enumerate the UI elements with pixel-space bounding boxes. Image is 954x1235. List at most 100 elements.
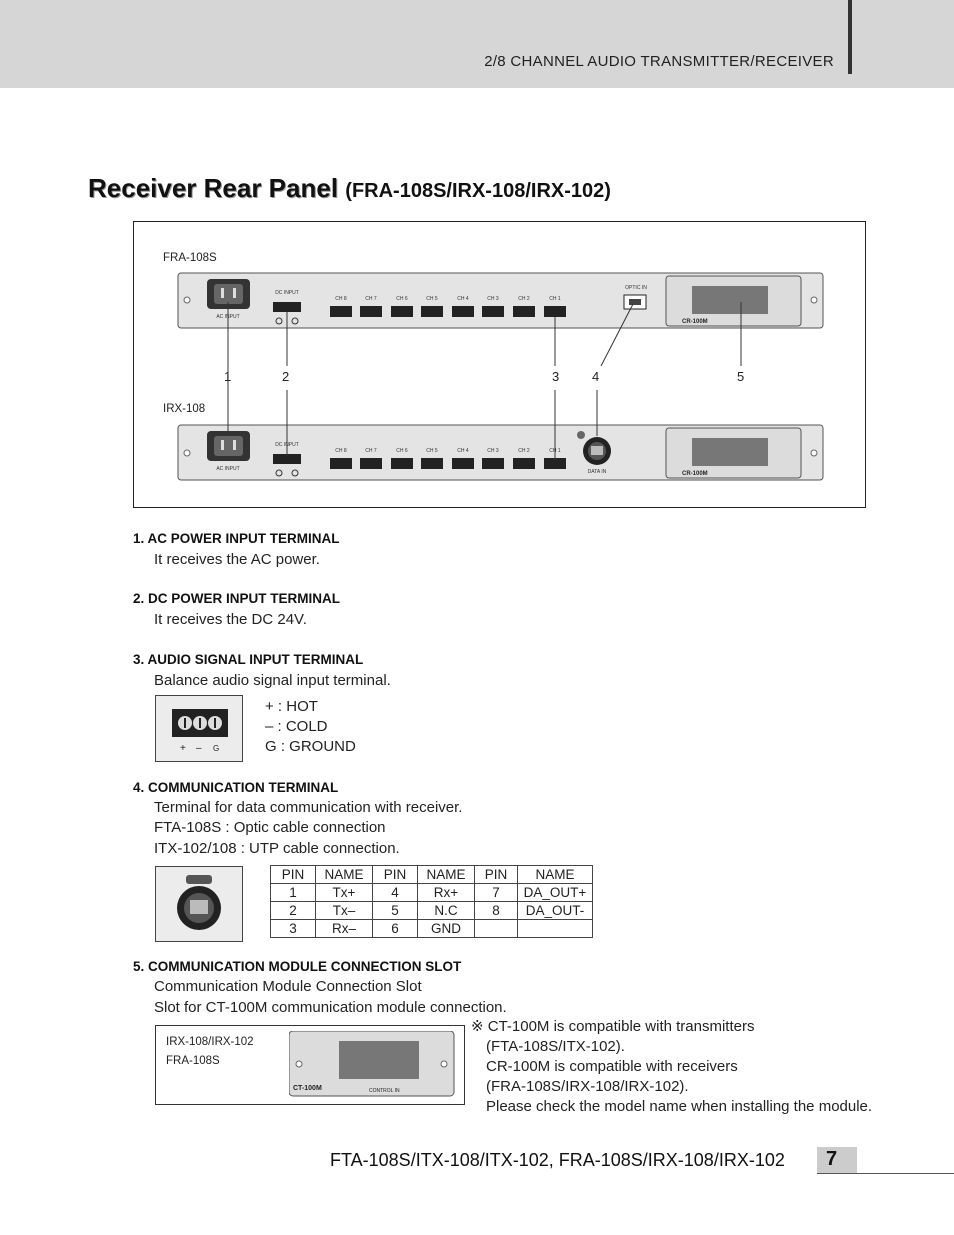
item-3-heading: 3. AUDIO SIGNAL INPUT TERMINAL [133,652,364,667]
table-cell: 5 [372,901,418,920]
svg-text:CH 5: CH 5 [426,296,438,302]
audio-terminal-image: + – G [155,695,243,762]
pin-header: PIN [270,865,316,884]
item-2-text: It receives the DC 24V. [154,611,307,628]
page-number-box [817,1147,857,1173]
note-line-5: Please check the model name when install… [486,1098,873,1115]
rear-panel-drawing: AC INPUT DC INPUT CH 8 CH 7 CH 6 CH 5 CH 4… [177,272,824,481]
pin-header: PIN [372,865,418,884]
svg-text:AC INPUT: AC INPUT [216,466,239,472]
table-cell: 2 [270,901,316,920]
svg-text:CH 8: CH 8 [335,448,347,454]
module-label-irx: IRX-108/IRX-102 [166,1036,254,1048]
svg-text:CH 4: CH 4 [457,296,469,302]
table-cell: 8 [474,901,518,920]
note-line-1: ※ CT-100M is compatible with transmitter… [471,1018,755,1035]
svg-text:CR-100M: CR-100M [682,471,708,477]
item-4-text-2: FTA-108S : Optic cable connection [154,819,386,836]
callout-3: 3 [552,369,560,384]
callout-5: 5 [737,369,745,384]
svg-text:CH 5: CH 5 [426,448,438,454]
table-cell: 7 [474,883,518,902]
terminal-mark-cold: – [196,743,202,754]
table-cell: Rx+ [417,883,475,902]
item-2-heading: 2. DC POWER INPUT TERMINAL [133,591,341,606]
svg-text:CH 3: CH 3 [487,296,499,302]
pin-header: PIN [474,865,518,884]
name-header: NAME [417,865,475,884]
figure-label-irx108: IRX-108 [163,403,206,415]
callout-4: 4 [592,369,600,384]
module-image-box: IRX-108/IRX-102 FRA-108S CT-100M CONTROL… [155,1025,465,1105]
svg-text:OPTIC IN: OPTIC IN [625,285,647,291]
svg-text:CH 2: CH 2 [518,296,530,302]
svg-text:DC INPUT: DC INPUT [275,290,299,296]
table-cell: 4 [372,883,418,902]
table-cell: N.C [417,901,475,920]
section-subtitle: (FRA-108S/IRX-108/IRX-102) [345,180,611,202]
module-card-name: CT-100M [293,1085,322,1092]
module-control-label: CONTROL IN [369,1088,400,1094]
svg-text:CH 6: CH 6 [396,448,408,454]
note-line-3: CR-100M is compatible with receivers [486,1058,738,1075]
item-4-text-1: Terminal for data communication with rec… [154,799,463,816]
callout-1: 1 [224,369,232,384]
header-band [0,0,954,88]
footer-title: FTA-108S/ITX-108/ITX-102, FRA-108S/IRX-1… [330,1150,785,1170]
legend-cold: – : COLD [265,718,328,735]
pin-table-header: PIN NAME PIN NAME PIN NAME [270,865,593,884]
terminal-mark-hot: + [180,743,186,754]
legend-ground: G : GROUND [265,738,356,755]
name-header: NAME [517,865,593,884]
table-cell [517,919,593,938]
figure-label-fra108s: FRA-108S [163,252,217,264]
svg-text:CH 7: CH 7 [365,448,377,454]
module-card-drawing [289,1031,455,1097]
svg-text:CH 3: CH 3 [487,448,499,454]
table-cell: 1 [270,883,316,902]
item-5-text-1: Communication Module Connection Slot [154,978,422,995]
svg-text:CH 4: CH 4 [457,448,469,454]
table-row: 3 Rx– 6 GND [270,919,593,938]
svg-text:CH 7: CH 7 [365,296,377,302]
name-header: NAME [315,865,373,884]
compatibility-note: ※ CT-100M is compatible with transmitter… [471,1017,872,1117]
item-5-text-2: Slot for CT-100M communication module co… [154,999,507,1016]
table-cell: GND [417,919,475,938]
header-title: 2/8 CHANNEL AUDIO TRANSMITTER/RECEIVER [484,53,834,70]
svg-text:CR-100M: CR-100M [682,319,708,325]
table-cell: Tx+ [315,883,373,902]
table-cell: Tx– [315,901,373,920]
item-5-heading: 5. COMMUNICATION MODULE CONNECTION SLOT [133,959,462,974]
note-line-4: (FRA-108S/IRX-108/IRX-102). [486,1078,689,1095]
item-1-heading: 1. AC POWER INPUT TERMINAL [133,531,340,546]
table-cell: 3 [270,919,316,938]
table-row: 1 Tx+ 4 Rx+ 7 DA_OUT+ [270,883,593,902]
item-4-text-3: ITX-102/108 : UTP cable connection. [154,840,400,857]
table-cell: DA_OUT- [517,901,593,920]
svg-text:CH 8: CH 8 [335,296,347,302]
header-divider [848,0,852,74]
item-1-text: It receives the AC power. [154,551,320,568]
pin-table: PIN NAME PIN NAME PIN NAME 1 Tx+ 4 Rx+ 7… [270,865,593,938]
section-title-main: Receiver Rear Panel [88,173,339,203]
note-line-2: (FTA-108S/ITX-102). [486,1038,625,1055]
terminal-mark-ground: G [213,744,220,753]
svg-text:CH 1: CH 1 [549,296,561,302]
svg-text:CH 6: CH 6 [396,296,408,302]
section-title: Receiver Rear Panel (FRA-108S/IRX-108/IR… [88,173,611,204]
table-cell: Rx– [315,919,373,938]
rear-panel-figure: FRA-108S IRX-108 AC INPUT DC INPUT [133,221,866,508]
legend-hot: + : HOT [265,698,318,715]
callout-2: 2 [282,369,290,384]
page-number: 7 [826,1148,838,1170]
table-cell [474,919,518,938]
svg-text:CH 2: CH 2 [518,448,530,454]
table-cell: 6 [372,919,418,938]
item-3-text: Balance audio signal input terminal. [154,672,391,689]
svg-text:DATA IN: DATA IN [588,469,607,475]
data-connector-image [155,866,243,942]
item-4-heading: 4. COMMUNICATION TERMINAL [133,780,339,795]
